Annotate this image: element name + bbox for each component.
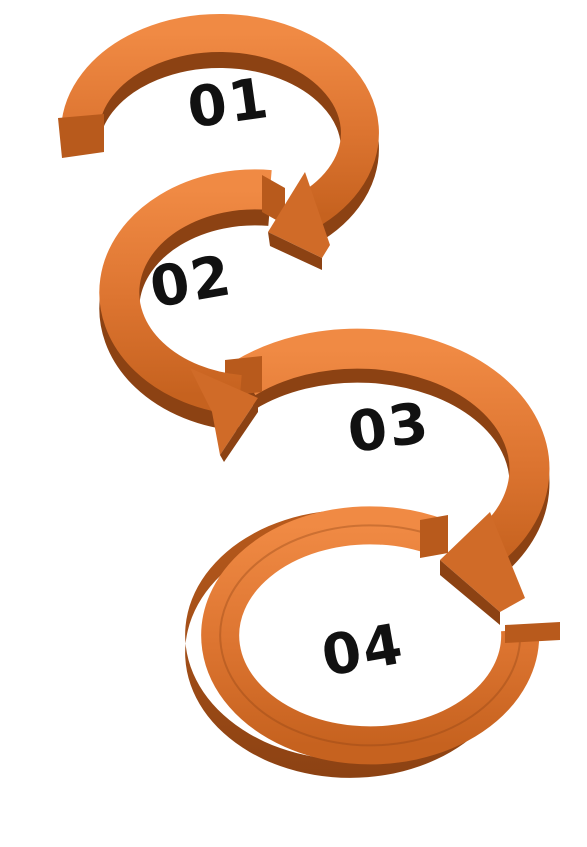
ring-01-start-cap [58,114,104,158]
ring-04-end-face-top [420,515,448,558]
ring-04-end-face-right [505,622,560,643]
step-number-03: 03 [344,390,434,466]
ring-02 [119,175,285,462]
step-number-04: 04 [317,612,409,690]
ring-01 [58,33,360,270]
step-number-02: 02 [145,243,237,321]
ring-03 [225,349,529,625]
step-number-01: 01 [184,66,274,142]
